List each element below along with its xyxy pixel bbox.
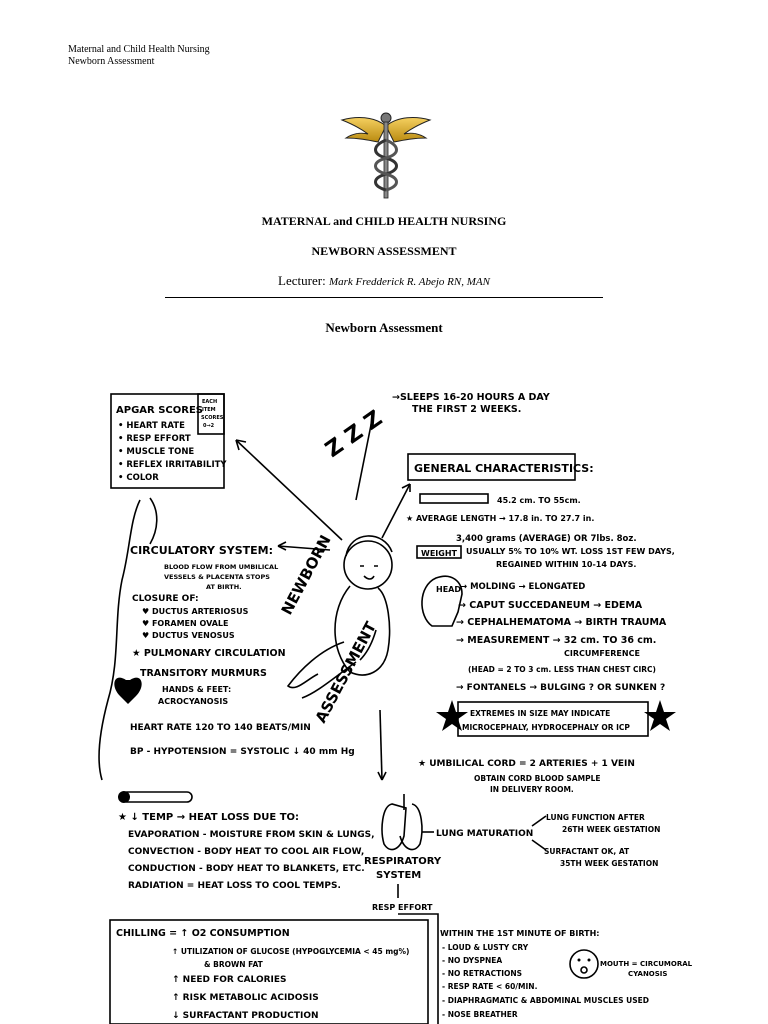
vessel-decoration xyxy=(99,500,140,780)
head-item: (HEAD = 2 TO 3 cm. LESS THAN CHEST CIRC) xyxy=(468,665,656,674)
lecturer-name: Mark Fredderick R. Abejo RN, MAN xyxy=(329,276,490,288)
mouth-note: MOUTH = CIRCUMORAL xyxy=(600,960,693,968)
document-subtitle: NEWBORN ASSESSMENT xyxy=(0,244,768,259)
temp-item: EVAPORATION - MOISTURE FROM SKIN & LUNGS… xyxy=(128,830,375,840)
general-title: GENERAL CHARACTERISTICS: xyxy=(414,462,594,475)
apgar-note: SCORES xyxy=(201,415,224,421)
circulatory-item: HEART RATE 120 TO 140 BEATS/MIN xyxy=(130,723,311,733)
center-title: NEWBORN xyxy=(278,532,335,618)
extremes-line-1: EXTREMES IN SIZE MAY INDICATE xyxy=(470,709,610,718)
apgar-item: • MUSCLE TONE xyxy=(118,447,194,457)
circulatory-desc: AT BIRTH. xyxy=(206,583,242,591)
respiratory-title: RESPIRATORY xyxy=(364,856,442,867)
apgar-item: • HEART RATE xyxy=(118,421,185,431)
extremes-line-2: MICROCEPHALY, HYDROCEPHALY OR ICP xyxy=(462,723,630,732)
chilling-item: ↑ NEED FOR CALORIES xyxy=(172,975,287,985)
apgar-item: • REFLEX IRRITABILITY xyxy=(118,460,227,470)
umbilical-line-1: ★ UMBILICAL CORD = 2 ARTERIES + 1 VEIN xyxy=(418,759,635,769)
running-header: Maternal and Child Health Nursing Newbor… xyxy=(68,44,210,68)
first-minute-item: - NOSE BREATHER xyxy=(442,1010,518,1019)
header-line-1: Maternal and Child Health Nursing xyxy=(68,44,210,56)
mouth-note: CYANOSIS xyxy=(628,970,667,978)
weight-badge: WEIGHT xyxy=(421,549,458,558)
closure-item: ♥ FORAMEN OVALE xyxy=(142,619,228,628)
head-item: → FONTANELS → BULGING ? OR SUNKEN ? xyxy=(456,683,665,693)
head-item: → CAPUT SUCCEDANEUM → EDEMA xyxy=(458,600,643,611)
first-minute-item: WITHIN THE 1ST MINUTE OF BIRTH: xyxy=(440,929,600,938)
apgar-note: ITEM xyxy=(202,407,216,413)
weight-3: REGAINED WITHIN 10-14 DAYS. xyxy=(496,560,636,569)
chilling-item: ↑ UTILIZATION OF GLUCOSE (HYPOGLYCEMIA <… xyxy=(172,947,409,956)
circulatory-item: TRANSITORY MURMURS xyxy=(140,668,267,679)
closure-item: ♥ DUCTUS ARTERIOSUS xyxy=(142,607,249,616)
circulatory-title: CIRCULATORY SYSTEM: xyxy=(130,544,273,557)
circulatory-item: ACROCYANOSIS xyxy=(158,697,228,706)
first-minute-item: - RESP RATE < 60/MIN. xyxy=(442,982,538,991)
lung-note: LUNG FUNCTION AFTER xyxy=(546,813,645,822)
chilling-item: ↓ SURFACTANT PRODUCTION xyxy=(172,1011,319,1021)
temp-item: RADIATION = HEAT LOSS TO COOL TEMPS. xyxy=(128,881,341,891)
caduceus-icon xyxy=(338,104,434,200)
header-line-2: Newborn Assessment xyxy=(68,56,210,68)
weight-2: USUALLY 5% TO 10% WT. LOSS 1ST FEW DAYS, xyxy=(466,547,675,556)
sleep-line-1: →SLEEPS 16-20 HOURS A DAY xyxy=(392,392,550,403)
apgar-note: 0→2 xyxy=(203,423,215,429)
document-title: MATERNAL and CHILD HEALTH NURSING xyxy=(0,214,768,229)
head-item: CIRCUMFERENCE xyxy=(564,649,640,658)
head-item: → MEASUREMENT → 32 cm. TO 36 cm. xyxy=(456,635,656,646)
circulatory-item: HANDS & FEET: xyxy=(162,685,231,694)
weight-1: 3,400 grams (AVERAGE) OR 7lbs. 8oz. xyxy=(456,534,637,544)
head-badge: HEAD xyxy=(436,585,461,594)
heart-icon xyxy=(114,678,141,704)
closure-title: CLOSURE OF: xyxy=(132,594,199,604)
first-minute-item: - LOUD & LUSTY CRY xyxy=(442,943,529,952)
temp-item: CONVECTION - BODY HEAT TO COOL AIR FLOW, xyxy=(128,847,364,857)
first-minute-item: - NO RETRACTIONS xyxy=(442,969,522,978)
lung-note: 35TH WEEK GESTATION xyxy=(560,859,658,868)
head-item: → MOLDING → ELONGATED xyxy=(460,582,585,592)
apgar-title: APGAR SCORES xyxy=(116,405,203,416)
lung-note: SURFACTANT OK, AT xyxy=(544,847,630,856)
temp-item: ★ ↓ TEMP → HEAT LOSS DUE TO: xyxy=(118,812,299,823)
lecturer-label: Lecturer: xyxy=(278,273,326,288)
sleep-line-2: THE FIRST 2 WEEKS. xyxy=(412,404,521,415)
head-item: → CEPHALHEMATOMA → BIRTH TRAUMA xyxy=(456,617,667,628)
lecturer-line: Lecturer: Mark Fredderick R. Abejo RN, M… xyxy=(0,273,768,289)
chilling-item: & BROWN FAT xyxy=(204,960,264,969)
title-divider xyxy=(165,297,603,298)
lung-maturation: LUNG MATURATION xyxy=(436,829,533,839)
apgar-item: • RESP EFFORT xyxy=(118,434,191,444)
chilling-item: CHILLING = ↑ O2 CONSUMPTION xyxy=(116,928,290,939)
umbilical-line-2: OBTAIN CORD BLOOD SAMPLE xyxy=(474,774,601,783)
closure-item: ♥ DUCTUS VENOSUS xyxy=(142,631,235,640)
center-title-2: ASSESSMENT xyxy=(312,618,381,726)
respiratory-title-2: SYSTEM xyxy=(376,870,421,881)
length-cm: 45.2 cm. TO 55cm. xyxy=(497,496,581,505)
first-minute-item: - DIAPHRAGMATIC & ABDOMINAL MUSCLES USED xyxy=(442,996,649,1005)
chilling-item: ↑ RISK METABOLIC ACIDOSIS xyxy=(172,993,319,1003)
concept-map: Z Z Z →SLEEPS 16-20 HOURS A DAY THE FIRS… xyxy=(0,380,768,1024)
circulatory-item: BP - HYPOTENSION = SYSTOLIC ↓ 40 mm Hg xyxy=(130,747,355,757)
section-title: Newborn Assessment xyxy=(0,320,768,336)
length-text: ★ AVERAGE LENGTH → 17.8 in. TO 27.7 in. xyxy=(406,514,594,523)
resp-effort: RESP EFFORT xyxy=(372,903,433,912)
thermometer-icon xyxy=(122,792,192,802)
umbilical-line-3: IN DELIVERY ROOM. xyxy=(490,785,574,794)
apgar-item: • COLOR xyxy=(118,473,159,483)
lung-note: 26TH WEEK GESTATION xyxy=(562,825,660,834)
thermometer-bulb xyxy=(118,791,130,803)
zzz-text: Z Z Z xyxy=(321,406,387,463)
circulatory-desc: BLOOD FLOW FROM UMBILICAL xyxy=(164,563,278,571)
first-minute-item: - NO DYSPNEA xyxy=(442,956,502,965)
circulatory-item: ★ PULMONARY CIRCULATION xyxy=(132,648,286,659)
apgar-note: EACH xyxy=(202,399,217,405)
circulatory-desc: VESSELS & PLACENTA STOPS xyxy=(164,573,270,581)
temp-item: CONDUCTION - BODY HEAT TO BLANKETS, ETC. xyxy=(128,864,365,874)
ruler-icon xyxy=(420,494,488,503)
